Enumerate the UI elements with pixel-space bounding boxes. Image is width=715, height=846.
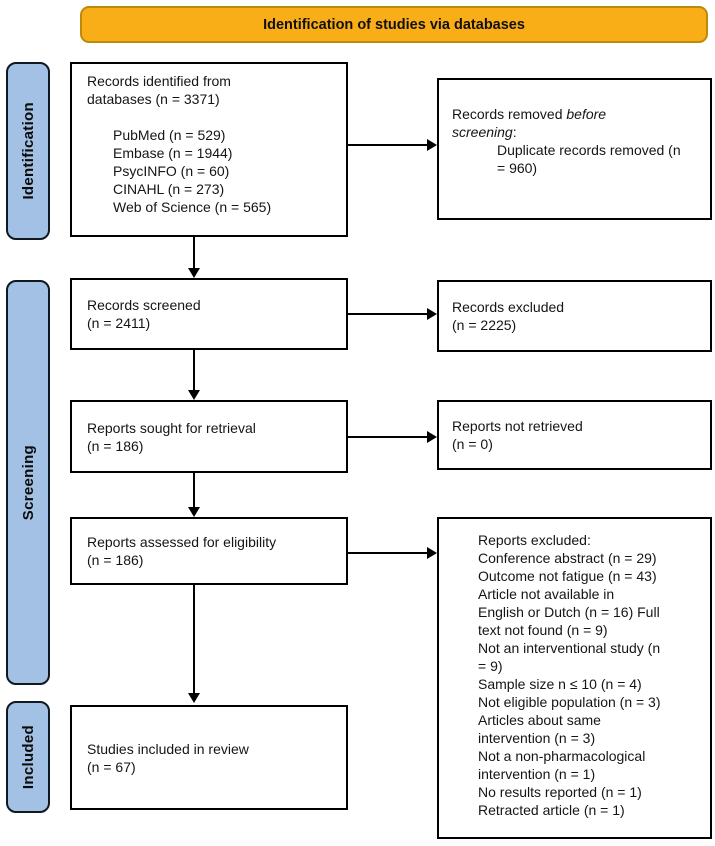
duplicate-records-removed-text: Duplicate records removed (n = 960) xyxy=(497,142,681,176)
records-excluded-text: Records excluded (n = 2225) xyxy=(452,299,565,333)
box-reports-excluded: Reports excluded: Conference abstract (n… xyxy=(437,517,712,839)
banner: Identification of studies via databases xyxy=(80,6,708,43)
exclusion-reason: Conference abstract (n = 29) xyxy=(478,550,657,566)
stage-label-screening: Screening xyxy=(19,444,37,521)
source-cinahl: CINAHL (n = 273) xyxy=(113,181,225,197)
box-reports-sought: Reports sought for retrieval (n = 186) xyxy=(70,400,348,473)
reports-excluded-title: Reports excluded: xyxy=(478,532,591,548)
records-removed-heading: Records removed before screening: xyxy=(452,105,700,141)
stage-tab-identification: Identification xyxy=(6,62,50,240)
reports-not-retrieved-text: Reports not retrieved (n = 0) xyxy=(452,418,583,452)
source-pubmed: PubMed (n = 529) xyxy=(113,127,226,143)
box-studies-included: Studies included in review (n = 67) xyxy=(70,705,348,810)
arrow-screened-to-excluded xyxy=(348,308,437,320)
source-web-of-science: Web of Science (n = 565) xyxy=(113,199,272,215)
box-reports-not-retrieved: Reports not retrieved (n = 0) xyxy=(437,400,712,470)
arrow-assessed-to-included xyxy=(188,585,200,703)
box-reports-assessed: Reports assessed for eligibility (n = 18… xyxy=(70,517,348,585)
records-removed-italic: before screening xyxy=(452,106,607,140)
source-embase: Embase (n = 1944) xyxy=(113,145,233,161)
arrow-screened-to-sought xyxy=(188,350,200,400)
box-records-excluded: Records excluded (n = 2225) xyxy=(437,280,712,352)
stage-label-identification: Identification xyxy=(19,102,37,200)
box-records-identified: Records identified from databases (n = 3… xyxy=(70,62,348,237)
exclusion-reason: Not a non-pharmacological intervention (… xyxy=(478,748,646,782)
exclusion-reason: Outcome not fatigue (n = 43) xyxy=(478,568,657,584)
arrow-assessed-to-reports-excluded xyxy=(348,547,437,559)
arrow-sought-to-assessed xyxy=(188,473,200,517)
exclusion-reason: No results reported (n = 1) xyxy=(478,784,642,800)
reports-sought-text: Reports sought for retrieval (n = 186) xyxy=(87,419,256,454)
stage-tab-screening: Screening xyxy=(6,280,50,685)
stage-tab-included: Included xyxy=(6,701,50,813)
banner-title: Identification of studies via databases xyxy=(263,16,525,33)
records-removed-pre: Records removed xyxy=(452,106,567,122)
box-records-screened: Records screened (n = 2411) xyxy=(70,278,348,350)
exclusion-reason: Retracted article (n = 1) xyxy=(478,802,625,818)
arrow-identified-to-screened xyxy=(188,237,200,278)
arrow-identified-to-removed xyxy=(348,139,437,151)
exclusion-reason: Articles about same intervention (n = 3) xyxy=(478,712,601,746)
source-psycinfo: PsycINFO (n = 60) xyxy=(113,163,230,179)
records-removed-post: : xyxy=(512,124,517,140)
exclusion-reason: Not an interventional study (n = 9) xyxy=(478,640,661,674)
arrow-sought-to-not-retrieved xyxy=(348,431,437,443)
exclusion-reason: Not eligible population (n = 3) xyxy=(478,694,661,710)
exclusion-reason: Article not available in English or Dutc… xyxy=(478,586,660,638)
database-source-list: PubMed (n = 529) Embase (n = 1944) PsycI… xyxy=(87,126,336,216)
records-identified-text: Records identified from databases (n = 3… xyxy=(87,73,231,107)
stage-label-included: Included xyxy=(19,724,37,790)
reports-assessed-text: Reports assessed for eligibility (n = 18… xyxy=(87,534,277,568)
studies-included-text: Studies included in review (n = 67) xyxy=(87,740,249,775)
box-records-removed-before-screening: Records removed before screening: Duplic… xyxy=(437,78,712,220)
exclusion-reason: Sample size n ≤ 10 (n = 4) xyxy=(478,676,642,692)
records-screened-text: Records screened (n = 2411) xyxy=(87,297,201,331)
